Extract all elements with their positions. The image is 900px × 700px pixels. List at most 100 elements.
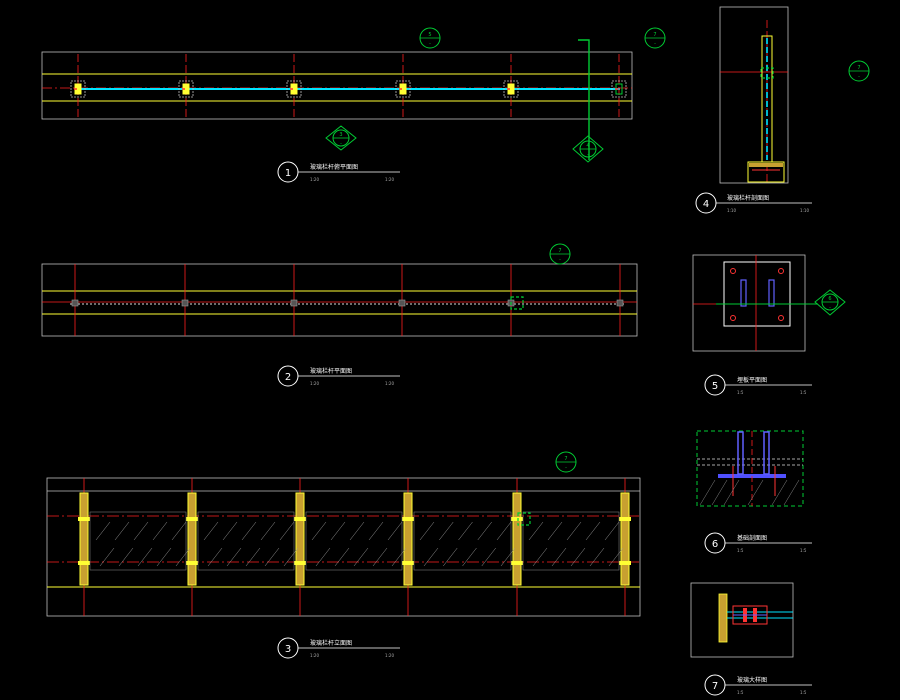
view-3-glass-hatch (264, 547, 280, 567)
view-3-glass-hatch (222, 521, 238, 541)
title-scale: 1:20 (385, 177, 394, 182)
section-marker-top: 7 - (549, 243, 571, 265)
view-4-section (719, 6, 789, 184)
view-3-glass-hatch (330, 521, 346, 541)
view-3-glass-hatch (99, 547, 115, 567)
section-marker-top: 5 - (419, 27, 441, 49)
title-text: 玻璃栏杆剖面图 (727, 194, 769, 202)
view-3-glass-panel (522, 511, 620, 571)
section-cut-line-4: 4 - (572, 39, 604, 163)
title-number: 4 (703, 199, 709, 210)
section-marker-top: 7 - (555, 451, 577, 473)
view-2-frame (41, 263, 638, 337)
marker-top-number: 3 (339, 132, 342, 138)
title-scale: 1:5 (737, 690, 744, 695)
view-3-glass-hatch (152, 521, 168, 541)
view-6-foundation-section (696, 430, 804, 507)
view-3-glass-hatch (423, 547, 439, 567)
view-2-post (398, 299, 406, 307)
title-scale: 1:20 (385, 653, 394, 658)
view-1-frame (41, 51, 633, 120)
view-6-fin-right (763, 431, 770, 475)
view-5-bolt (730, 268, 736, 274)
view-3-glass-hatch (245, 547, 261, 567)
title-scale: 1:20 (385, 381, 394, 386)
view-3-glass-hatch (585, 521, 601, 541)
view-3-glass-hatch (283, 547, 299, 567)
view-4-detail-marker (760, 67, 774, 79)
view-3-glass-hatch (156, 547, 172, 567)
view-3-glass-hatch (551, 547, 567, 567)
view-3-glass-hatch (279, 521, 295, 541)
view-3-clamp (294, 517, 306, 521)
view-1-post-outline (611, 80, 627, 98)
view-3-clamp (78, 561, 90, 565)
view-3-glass-hatch (604, 521, 620, 541)
section-marker-top: 7 - (848, 60, 870, 82)
view-3-glass-panel (197, 511, 295, 571)
view-5-frame (692, 254, 806, 352)
view-5-fin-right (768, 279, 775, 307)
marker-bottom-text: - (587, 152, 589, 158)
marker-top-number: 4 (586, 143, 589, 149)
view-3-glass-hatch (419, 521, 435, 541)
view-3-glass-hatch (175, 547, 191, 567)
view-3-glass-hatch (391, 547, 407, 567)
view-7-frame (690, 582, 794, 658)
section-marker-view-3: 3 - (325, 125, 357, 151)
title-number: 1 (285, 168, 291, 179)
view-3-post (620, 492, 630, 586)
marker-bottom-text: - (858, 74, 860, 80)
view-2-post (181, 299, 189, 307)
title-number: 2 (285, 372, 291, 383)
view-3-clamp (294, 561, 306, 565)
view-2-post (290, 299, 298, 307)
view-3-glass-hatch (118, 547, 134, 567)
title-block-view-7: 7 玻璃大样图 1:5 1:5 (704, 674, 812, 696)
view-3-glass-hatch (260, 521, 276, 541)
section-marker-view-6: 6 - (716, 289, 846, 316)
view-5-bolt (778, 268, 784, 274)
view-5-bolt (778, 315, 784, 321)
view-3-glass-hatch (311, 521, 327, 541)
view-2-detail-marker (510, 296, 524, 310)
view-3-clamp (78, 517, 90, 521)
view-1-post-outline (503, 80, 519, 98)
view-3-glass-hatch (481, 547, 496, 567)
section-marker-top: 7 - (644, 27, 666, 49)
view-3-clamp (511, 561, 523, 565)
title-block-view-5: 5 埋板平面图 1:5 1:5 (704, 374, 812, 396)
view-3-detail-marker (517, 512, 531, 526)
marker-bottom-text: - (829, 305, 831, 311)
view-3-glass-hatch (226, 547, 242, 567)
view-3-glass-hatch (589, 547, 605, 567)
marker-bottom-text: - (654, 41, 656, 47)
view-3-post (512, 492, 522, 586)
marker-bottom-text: - (565, 465, 567, 471)
view-3-clamp (402, 561, 414, 565)
marker-bottom-text: - (429, 41, 431, 47)
view-1-post-outline (286, 80, 302, 98)
view-2-post (616, 299, 624, 307)
title-text: 埋板平面图 (737, 376, 767, 384)
title-text: 基础剖面图 (737, 534, 767, 542)
marker-top-number: 5 (428, 32, 431, 38)
title-text: 玻璃栏杆俯平面图 (310, 163, 358, 171)
view-4-base-plate (749, 163, 783, 167)
marker-top-number: 7 (653, 32, 656, 38)
view-1-post-outline (395, 80, 411, 98)
view-7-post (718, 593, 728, 643)
view-3-clamp (511, 517, 523, 521)
view-3-glass-hatch (387, 521, 403, 541)
view-3-glass-hatch (353, 547, 369, 567)
marker-top-number: 7 (857, 65, 860, 71)
view-3-clamp (619, 517, 631, 521)
title-block-view-4: 4 玻璃栏杆剖面图 1:10 1:10 (695, 192, 812, 214)
view-1-posts (70, 54, 627, 119)
view-4-base-block (747, 161, 785, 183)
view-3-glass-hatch (349, 521, 365, 541)
marker-top-number: 7 (558, 248, 561, 254)
title-scale: 1:20 (310, 381, 319, 386)
marker-bottom-text: - (559, 257, 561, 263)
